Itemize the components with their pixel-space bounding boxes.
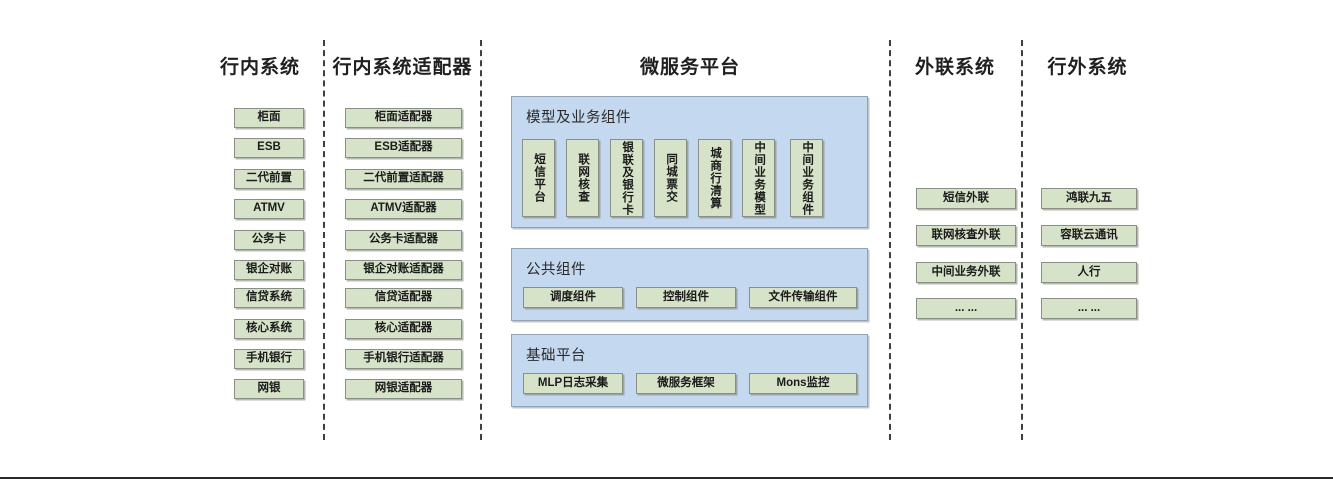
column-divider-3 — [889, 40, 891, 440]
node-model-component-1[interactable]: 短信平台 — [522, 139, 555, 217]
column-header-external-link-systems: 外联系统 — [914, 57, 995, 78]
column-header-out-of-bank-systems: 行外系统 — [1047, 57, 1128, 78]
node-out-of-bank-2[interactable]: 容联云通讯 — [1041, 225, 1137, 246]
node-in-bank-system-10[interactable]: 网银 — [234, 379, 304, 399]
node-in-bank-system-8[interactable]: 核心系统 — [234, 319, 304, 339]
node-in-bank-system-2[interactable]: ESB — [234, 138, 304, 158]
node-base-platform-2[interactable]: 微服务框架 — [636, 373, 736, 394]
panel-base-platform: 基础平台 — [511, 334, 868, 407]
node-model-component-6[interactable]: 中间业务模型 — [742, 139, 775, 217]
node-out-of-bank-4[interactable]: ... ... — [1041, 298, 1137, 319]
node-in-bank-adapter-7[interactable]: 信贷适配器 — [345, 288, 462, 308]
node-in-bank-adapter-6[interactable]: 银企对账适配器 — [345, 260, 462, 280]
node-in-bank-system-1[interactable]: 柜面 — [234, 108, 304, 128]
node-base-platform-3[interactable]: Mons监控 — [749, 373, 857, 394]
node-in-bank-system-4[interactable]: ATMV — [234, 199, 304, 219]
column-header-microservice-platform: 微服务平台 — [639, 57, 740, 78]
node-model-component-3[interactable]: 银联及银行卡 — [610, 139, 643, 217]
node-out-of-bank-3[interactable]: 人行 — [1041, 262, 1137, 283]
node-out-of-bank-1[interactable]: 鸿联九五 — [1041, 188, 1137, 209]
node-in-bank-adapter-1[interactable]: 柜面适配器 — [345, 108, 462, 128]
node-in-bank-system-3[interactable]: 二代前置 — [234, 169, 304, 189]
node-model-component-2[interactable]: 联网核查 — [566, 139, 599, 217]
column-header-in-bank-systems: 行内系统 — [219, 57, 300, 78]
node-model-component-7[interactable]: 中间业务组件 — [790, 139, 823, 217]
node-public-component-2[interactable]: 控制组件 — [636, 287, 736, 308]
node-in-bank-system-7[interactable]: 信贷系统 — [234, 288, 304, 308]
node-in-bank-adapter-3[interactable]: 二代前置适配器 — [345, 169, 462, 189]
node-in-bank-adapter-5[interactable]: 公务卡适配器 — [345, 230, 462, 250]
node-in-bank-system-5[interactable]: 公务卡 — [234, 230, 304, 250]
node-external-link-1[interactable]: 短信外联 — [916, 188, 1016, 209]
node-in-bank-system-9[interactable]: 手机银行 — [234, 349, 304, 369]
node-in-bank-adapter-10[interactable]: 网银适配器 — [345, 379, 462, 399]
node-base-platform-1[interactable]: MLP日志采集 — [523, 373, 623, 394]
node-model-component-4[interactable]: 同城票交 — [654, 139, 687, 217]
node-external-link-4[interactable]: ... ... — [916, 298, 1016, 319]
panel-title-public-components: 公共组件 — [526, 262, 586, 278]
bottom-divider-rule — [0, 477, 1333, 479]
node-in-bank-adapter-2[interactable]: ESB适配器 — [345, 138, 462, 158]
node-public-component-1[interactable]: 调度组件 — [523, 287, 623, 308]
node-public-component-3[interactable]: 文件传输组件 — [749, 287, 857, 308]
column-divider-4 — [1021, 40, 1023, 440]
node-model-component-5[interactable]: 城商行清算 — [698, 139, 731, 217]
node-in-bank-adapter-9[interactable]: 手机银行适配器 — [345, 349, 462, 369]
node-in-bank-adapter-8[interactable]: 核心适配器 — [345, 319, 462, 339]
node-external-link-3[interactable]: 中间业务外联 — [916, 262, 1016, 283]
column-divider-2 — [480, 40, 482, 440]
column-header-in-bank-adapters: 行内系统适配器 — [332, 57, 473, 78]
panel-public-components: 公共组件 — [511, 248, 868, 321]
node-in-bank-adapter-4[interactable]: ATMV适配器 — [345, 199, 462, 219]
node-external-link-2[interactable]: 联网核查外联 — [916, 225, 1016, 246]
node-in-bank-system-6[interactable]: 银企对账 — [234, 260, 304, 280]
panel-title-model-business-components: 模型及业务组件 — [526, 110, 631, 126]
panel-title-base-platform: 基础平台 — [526, 348, 586, 364]
column-divider-1 — [323, 40, 325, 440]
